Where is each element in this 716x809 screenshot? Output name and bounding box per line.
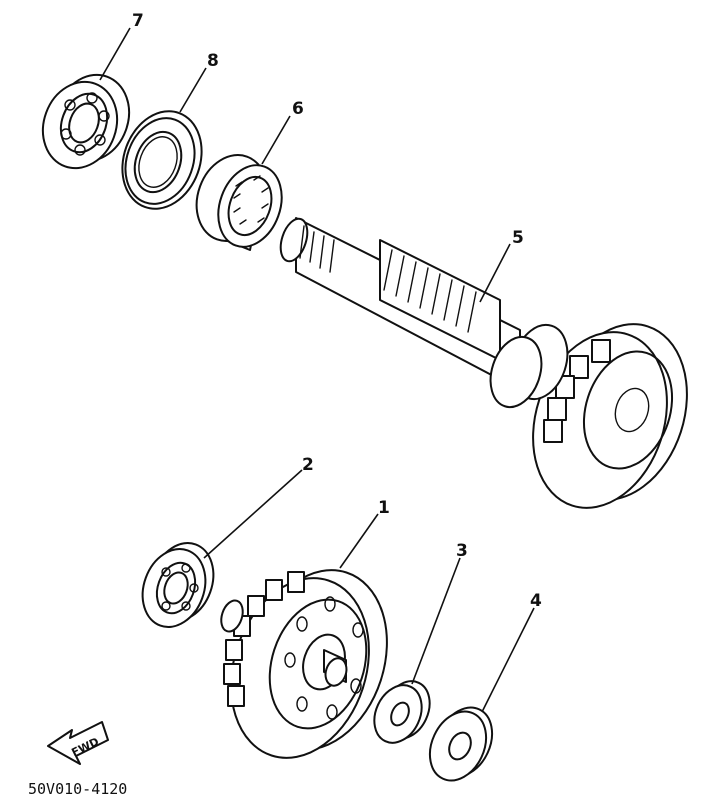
callout-6: 6	[292, 99, 304, 119]
callout-5: 5	[512, 228, 524, 248]
part-1-gear	[220, 569, 388, 759]
part-4-washer	[428, 706, 494, 782]
callout-1: 1	[378, 498, 390, 518]
forward-arrow-icon: FWD	[47, 721, 109, 765]
part-8-oil-seal	[121, 110, 203, 210]
part-5-shaft	[279, 217, 688, 509]
callout-2: 2	[302, 455, 314, 475]
part-2-bearing	[141, 542, 215, 628]
drawing-code: 50V010-4120	[28, 780, 127, 798]
callout-4: 4	[530, 591, 542, 611]
callout-3: 3	[456, 541, 468, 561]
leader-lines	[99, 27, 535, 713]
part-6-needle-bearing	[195, 154, 283, 251]
callout-8: 8	[207, 51, 219, 71]
part-7-bearing	[41, 73, 131, 170]
part-3-washer	[373, 680, 431, 744]
callout-7: 7	[132, 11, 144, 31]
